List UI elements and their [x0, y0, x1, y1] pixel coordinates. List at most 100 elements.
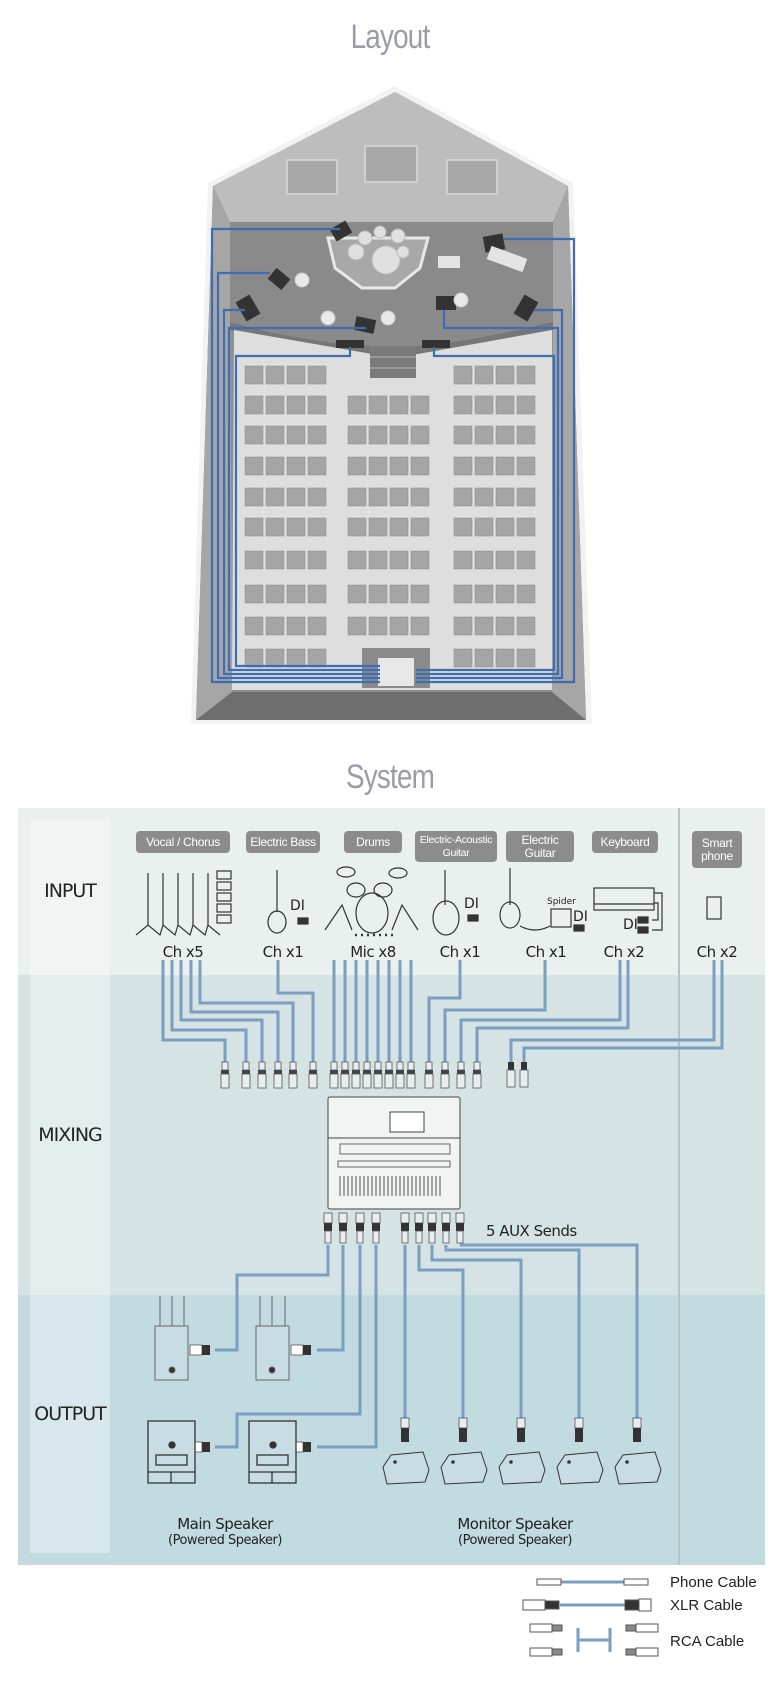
- seat: [516, 487, 536, 507]
- drum-kit: [347, 225, 410, 275]
- xlr-plug: [440, 1061, 450, 1089]
- seat: [389, 616, 409, 636]
- rca-plug: [506, 1062, 516, 1088]
- seat: [389, 487, 409, 507]
- seat: [307, 616, 327, 636]
- acoustic-guitar-icon: [432, 870, 479, 936]
- seat: [244, 365, 264, 385]
- seat: [516, 517, 536, 537]
- xlr-plug: [362, 1061, 372, 1089]
- seat: [495, 517, 515, 537]
- right-wall: [552, 186, 586, 720]
- seat: [389, 425, 409, 445]
- xlr-plug: [406, 1061, 416, 1089]
- output-band: [18, 1295, 765, 1565]
- seat: [265, 487, 285, 507]
- seat: [495, 365, 515, 385]
- seat: [307, 425, 327, 445]
- layout-title: Layout: [350, 18, 431, 56]
- xlr-plug: [441, 1212, 451, 1244]
- output-cables: [215, 1243, 639, 1449]
- xlr-plug: [395, 1061, 405, 1089]
- seat: [286, 517, 306, 537]
- phone-cable-icon: [536, 1578, 649, 1586]
- source-tag-vocal: Vocal / Chorus: [136, 831, 230, 853]
- seat: [410, 425, 430, 445]
- xlr-plug: [456, 1061, 466, 1089]
- input-cable: [189, 960, 280, 1062]
- input-cable: [509, 960, 716, 1062]
- main-speaker: [248, 1420, 297, 1484]
- seat: [410, 456, 430, 476]
- keyboard-stage: [486, 245, 528, 273]
- input-cable: [179, 960, 264, 1062]
- front-wall: [196, 692, 586, 720]
- seat: [410, 487, 430, 507]
- seat: [307, 487, 327, 507]
- xlr-plug: [455, 1212, 465, 1244]
- source-tag-electric-bass: Electric Bass: [246, 831, 320, 853]
- seat: [368, 425, 388, 445]
- legend-phone-cable: Phone Cable: [670, 1574, 757, 1591]
- seat: [347, 616, 367, 636]
- channel-count-keyboard: Ch x2: [603, 943, 645, 961]
- seat: [495, 487, 515, 507]
- amp-label-spider: Spider: [547, 897, 576, 907]
- smartphone-icon: [706, 896, 722, 920]
- seat: [453, 616, 473, 636]
- seat: [453, 648, 473, 668]
- input-connectors: [220, 1061, 529, 1089]
- window: [286, 159, 338, 195]
- seat: [474, 395, 494, 415]
- window: [446, 159, 498, 195]
- row-label-output: OUTPUT: [34, 1403, 106, 1425]
- monitor-speaker: [382, 1417, 430, 1485]
- seat: [286, 365, 306, 385]
- xlr-plug: [241, 1061, 251, 1089]
- xlr-plug: [257, 1061, 267, 1089]
- xlr-cable-icon: [522, 1598, 652, 1612]
- bass-guitar-icon: [267, 870, 309, 934]
- input-cable: [475, 960, 630, 1062]
- seat: [368, 456, 388, 476]
- xlr-plug: [288, 1061, 298, 1089]
- xlr-plug: [273, 1061, 283, 1089]
- seat: [453, 487, 473, 507]
- input-cable: [459, 960, 622, 1062]
- seat: [410, 616, 430, 636]
- seat: [307, 550, 327, 570]
- amp-stage: [438, 256, 460, 268]
- seat: [244, 616, 264, 636]
- seat: [495, 425, 515, 445]
- rca-plug: [519, 1062, 529, 1088]
- seat: [495, 584, 515, 604]
- legend-xlr-cable: XLR Cable: [670, 1597, 743, 1614]
- seat: [453, 517, 473, 537]
- seat: [474, 365, 494, 385]
- output-cable: [460, 1243, 639, 1418]
- seat: [244, 425, 264, 445]
- channel-count-vocal: Ch x5: [162, 943, 204, 961]
- output-cable: [444, 1245, 581, 1418]
- xlr-plug: [373, 1061, 383, 1089]
- seat: [265, 365, 285, 385]
- seat: [307, 584, 327, 604]
- xlr-plug: [340, 1061, 350, 1089]
- seat: [244, 517, 264, 537]
- seat: [474, 584, 494, 604]
- monitor-speaker: [614, 1417, 662, 1485]
- input-cables: [161, 960, 724, 1062]
- mic-stands: [294, 272, 469, 326]
- seat: [410, 395, 430, 415]
- di-label-electric: DI: [573, 909, 588, 925]
- seat: [516, 425, 536, 445]
- seat: [347, 550, 367, 570]
- seating-area: [244, 365, 536, 668]
- seat: [265, 425, 285, 445]
- di-label-bass: DI: [290, 898, 305, 914]
- seat: [389, 584, 409, 604]
- source-tag-electric-acoustic-guitar: Electric-Acoustic Guitar: [415, 831, 497, 862]
- xlr-plug: [338, 1212, 348, 1244]
- seat: [286, 395, 306, 415]
